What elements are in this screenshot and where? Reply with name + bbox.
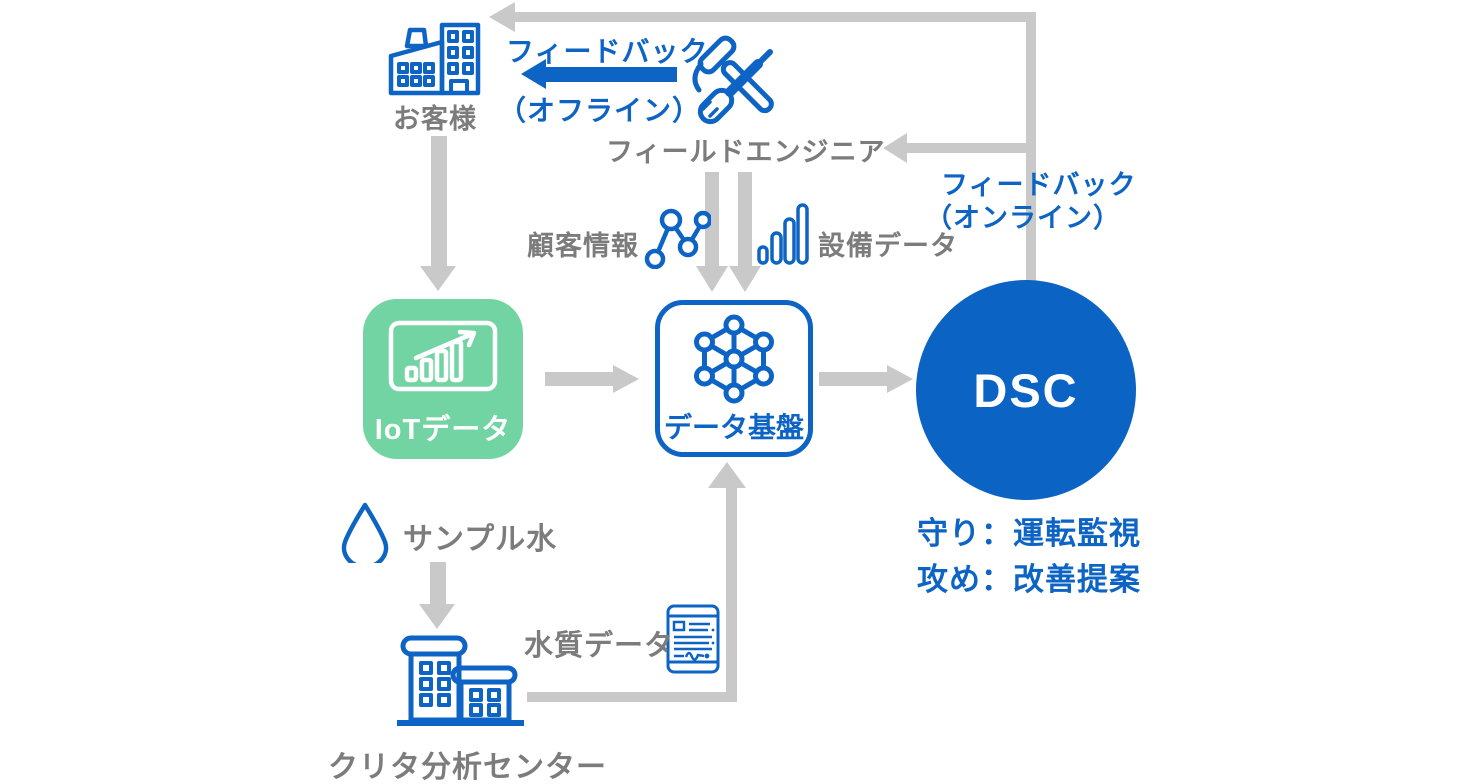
chart-monitor-icon <box>388 320 498 392</box>
report-document-icon <box>666 604 720 674</box>
sample-water-label: サンプル水 <box>403 523 558 556</box>
data-platform-node: データ基盤 <box>655 300 813 457</box>
feedback-online-line1: フィードバック <box>941 170 1137 200</box>
arrow-line-top <box>515 12 1036 22</box>
arrow-line-iot-to-platform <box>545 372 615 386</box>
arrow-line-to-field-engineer <box>907 143 1026 153</box>
water-quality-label: 水質データ <box>524 630 675 662</box>
data-platform-label: データ基盤 <box>663 412 804 443</box>
dsc-note-line2: 攻め：改善提案 <box>917 562 1141 597</box>
arrow-head-top-left <box>489 2 515 32</box>
customer-label: お客様 <box>393 104 477 134</box>
arrow-head-equipment-data <box>729 266 761 292</box>
feedback-offline-arrow-head <box>521 59 546 89</box>
dsc-node: DSC <box>916 280 1136 500</box>
hammer-screwdriver-icon <box>690 32 778 128</box>
feedback-offline-arrow-line <box>544 67 677 82</box>
arrow-head-platform-to-dsc <box>887 365 913 393</box>
arrow-head-waterquality-up <box>708 462 746 488</box>
feedback-offline-line1: フィードバック <box>506 36 709 67</box>
water-drop-icon <box>337 499 393 569</box>
arrow-head-customer-info <box>696 266 728 292</box>
signal-bars-icon <box>757 203 809 265</box>
iot-data-node: IoTデータ <box>363 299 523 459</box>
arrow-line-equipment-data <box>738 172 752 268</box>
arrow-line-waterquality-horizontal <box>527 692 737 702</box>
feedback-online-line2: （オンライン） <box>925 203 1121 233</box>
dsc-label: DSC <box>973 363 1079 417</box>
arrow-line-customer-info <box>705 172 719 268</box>
arrow-head-to-field-engineer <box>883 133 907 163</box>
field-engineer-label: フィールドエンジニア <box>606 137 886 167</box>
arrow-head-sample-down <box>419 604 455 629</box>
feedback-offline-line2: （オフライン） <box>498 95 702 126</box>
equipment-data-label: 設備データ <box>818 231 958 261</box>
factory-building-icon <box>385 20 483 98</box>
office-building-icon <box>393 632 528 730</box>
iot-data-label: IoTデータ <box>374 414 512 446</box>
arrow-line-sample-down <box>430 562 446 606</box>
arrow-line-platform-to-dsc <box>819 372 889 386</box>
arrow-line-customer-down <box>431 136 447 268</box>
arrow-line-dsc-vertical <box>1026 12 1036 284</box>
arrow-line-waterquality-vertical <box>726 486 737 702</box>
arrow-head-iot-to-platform <box>613 365 639 393</box>
kurita-center-label: クリタ分析センター <box>328 751 607 784</box>
customer-info-label: 顧客情報 <box>527 231 639 261</box>
molecule-icon <box>643 207 713 270</box>
dsc-note-line1: 守り：運転監視 <box>917 516 1141 551</box>
network-hexagon-icon <box>688 313 780 405</box>
arrow-head-customer-down <box>420 266 456 291</box>
